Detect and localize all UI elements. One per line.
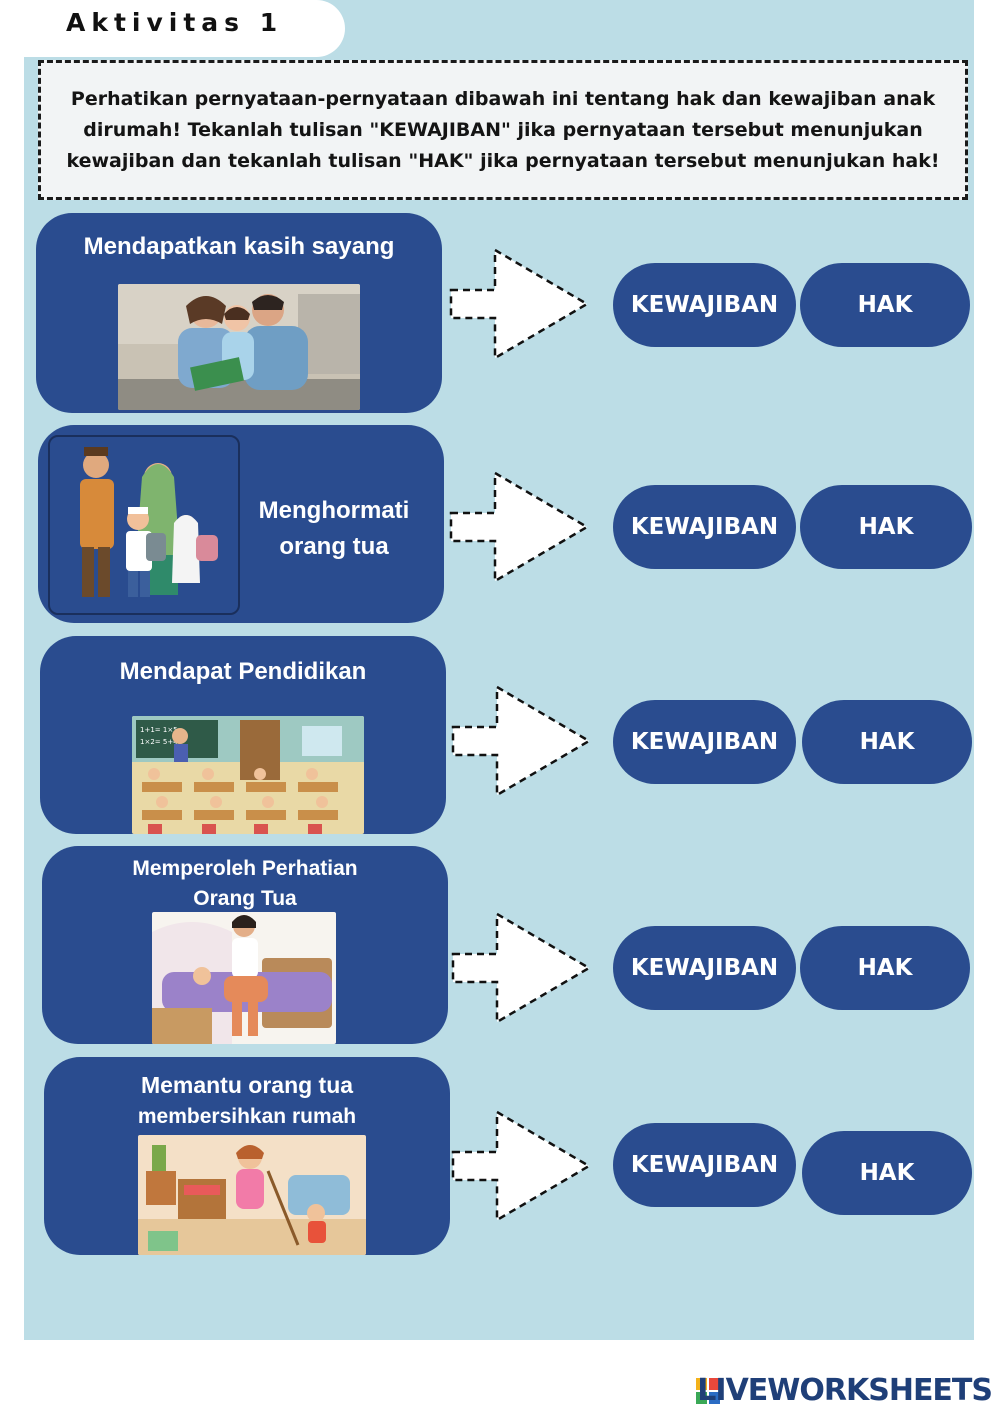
kewajiban-button[interactable]: KEWAJIBAN bbox=[613, 1123, 796, 1207]
child-greeting-parents-illustration bbox=[48, 435, 240, 615]
statement-card-2: Menghormati orang tua bbox=[38, 425, 444, 623]
hak-button[interactable]: HAK bbox=[802, 1131, 972, 1215]
arrow-right-icon bbox=[451, 1110, 592, 1222]
hak-button[interactable]: HAK bbox=[800, 263, 970, 347]
hak-button[interactable]: HAK bbox=[800, 485, 972, 569]
children-cleaning-house-illustration bbox=[138, 1135, 366, 1255]
statement-text: Mendapatkan kasih sayang bbox=[83, 233, 395, 260]
statement-text: Menghormati orang tua bbox=[258, 497, 410, 560]
liveworksheets-logo-icon bbox=[696, 1378, 720, 1404]
statement-card-3: Mendapat Pendidikan 1+1= 1×5= 1×2= 5+4= bbox=[40, 636, 446, 834]
statement-text: Mendapat Pendidikan bbox=[119, 658, 367, 685]
kewajiban-button[interactable]: KEWAJIBAN bbox=[613, 485, 796, 569]
classroom-illustration: 1+1= 1×5= 1×2= 5+4= bbox=[132, 716, 364, 834]
family-hug-photo bbox=[118, 284, 360, 410]
svg-text:1+1= 1×5=: 1+1= 1×5= bbox=[140, 726, 184, 734]
statement-card-5: Memantu orang tua membersihkan rumah bbox=[44, 1057, 450, 1255]
instruction-box: Perhatikan pernyataan-pernyataan dibawah… bbox=[38, 60, 968, 200]
hak-button[interactable]: HAK bbox=[802, 700, 972, 784]
kewajiban-button[interactable]: KEWAJIBAN bbox=[613, 263, 796, 347]
title-pill: Aktivitas 1 bbox=[0, 0, 345, 57]
brand-logo-text: LIVEWORKSHEETS bbox=[697, 1373, 993, 1408]
kewajiban-button[interactable]: KEWAJIBAN bbox=[613, 926, 796, 1010]
svg-text:1×2= 5+4=: 1×2= 5+4= bbox=[140, 738, 184, 746]
statement-text: Memantu orang tua membersihkan rumah bbox=[137, 1072, 357, 1128]
arrow-right-icon bbox=[451, 685, 592, 797]
kewajiban-button[interactable]: KEWAJIBAN bbox=[613, 700, 796, 784]
statement-card-4: Memperoleh Perhatian Orang Tua bbox=[42, 846, 448, 1044]
hak-button[interactable]: HAK bbox=[800, 926, 970, 1010]
instruction-text: Perhatikan pernyataan-pernyataan dibawah… bbox=[66, 87, 940, 172]
arrow-right-icon bbox=[449, 471, 590, 583]
statement-card-1: Mendapatkan kasih sayang bbox=[36, 213, 442, 413]
arrow-right-icon bbox=[449, 248, 590, 360]
page-title: Aktivitas 1 bbox=[66, 8, 284, 37]
mother-caring-sick-child-illustration bbox=[152, 912, 336, 1044]
arrow-right-icon bbox=[451, 912, 592, 1024]
statement-text: Memperoleh Perhatian Orang Tua bbox=[132, 857, 358, 910]
